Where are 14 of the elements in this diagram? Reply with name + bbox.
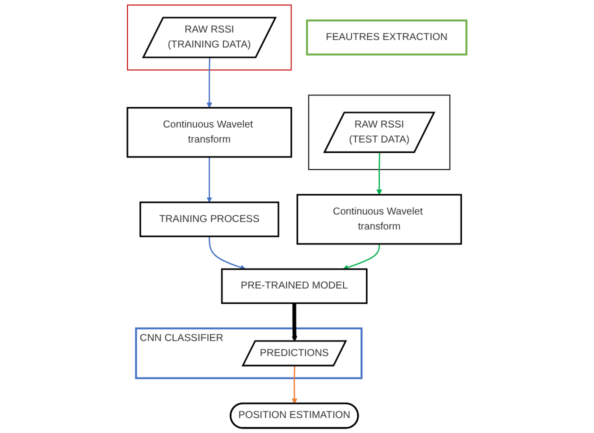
cluster — [127, 4, 292, 70]
cluster — [308, 94, 450, 170]
arrow — [206, 156, 212, 203]
arrow — [292, 366, 298, 404]
arrow — [292, 303, 298, 342]
node-box: TRAINING PROCESS — [140, 202, 280, 238]
node-box: Continuous Wavelet transform — [296, 194, 462, 245]
arrow — [208, 236, 246, 270]
arrow — [206, 58, 212, 108]
node-box: PRE-TRAINED MODEL — [221, 268, 368, 304]
arrow — [342, 244, 380, 270]
arrow — [376, 152, 382, 195]
node-box: FEAUTRES EXTRACTION — [306, 20, 468, 56]
node-box: Continuous Wavelet transform — [126, 106, 292, 158]
